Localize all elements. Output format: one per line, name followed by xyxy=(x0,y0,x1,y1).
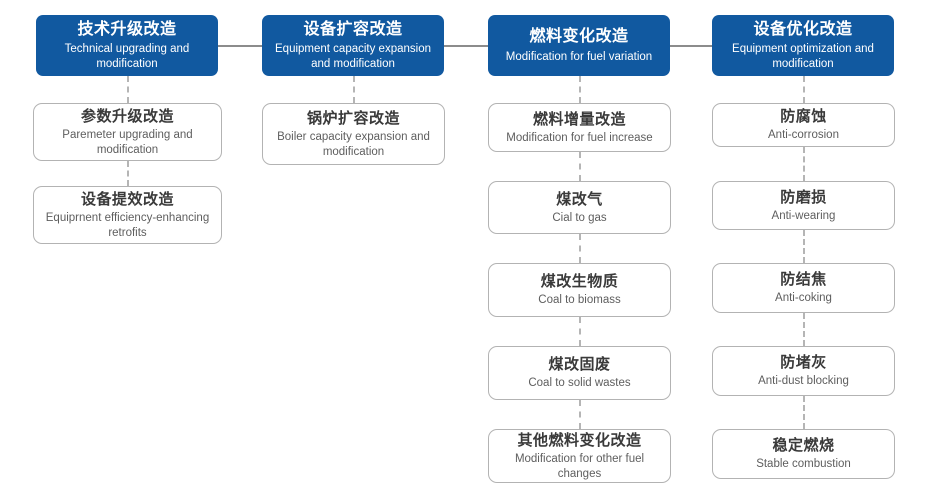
node-boiler-capacity-expansion[interactable]: 锅炉扩容改造 Boiler capacity expansion and mod… xyxy=(262,103,445,165)
connector-col4-child4-to-child5 xyxy=(803,396,805,429)
node-title-cn: 防结焦 xyxy=(780,271,827,289)
node-title-cn: 防磨损 xyxy=(780,188,827,206)
node-title-cn: 稳定燃烧 xyxy=(772,437,835,455)
node-equipment-efficiency[interactable]: 设备提效改造 Equiprnent efficiency-enhancing r… xyxy=(33,186,222,244)
header-box-equipment-optimization[interactable]: 设备优化改造 Equipment optimization and modifi… xyxy=(712,15,894,76)
header-title-en: Equipment capacity expansion and modific… xyxy=(275,43,431,71)
node-title-en: Boiler capacity expansion and modificati… xyxy=(277,130,430,158)
header-title-en: Modification for fuel variation xyxy=(505,50,653,63)
header-box-fuel-variation[interactable]: 燃料变化改造 Modification for fuel variation xyxy=(488,15,670,76)
connector-col4-child2-to-child3 xyxy=(803,230,805,263)
header-title-cn: 设备优化改造 xyxy=(753,20,853,38)
node-stable-combustion[interactable]: 稳定燃烧 Stable combustion xyxy=(712,429,895,479)
node-title-en: Anti-coking xyxy=(775,292,832,305)
node-title-en: Equiprnent efficiency-enhancing retrofit… xyxy=(45,211,210,239)
connector-col4-child1-to-child2 xyxy=(803,147,805,181)
node-title-en: Paremeter upgrading and modification xyxy=(62,128,193,156)
connector-col1-header-to-child1 xyxy=(127,76,129,103)
connector-col3-child1-to-child2 xyxy=(579,152,581,181)
node-title-en: Modification for other fuel changes xyxy=(514,452,645,480)
connector-col4-header-to-child1 xyxy=(803,76,805,103)
header-title-cn: 技术升级改造 xyxy=(77,20,177,38)
node-title-cn: 煤改固废 xyxy=(548,356,611,374)
node-title-en: Stable combustion xyxy=(756,458,851,471)
node-parameter-upgrading[interactable]: 参数升级改造 Paremeter upgrading and modificat… xyxy=(33,103,222,161)
node-title-cn: 参数升级改造 xyxy=(80,107,174,125)
node-title-cn: 煤改气 xyxy=(556,190,603,208)
node-title-en: Cial to gas xyxy=(552,211,607,224)
node-coal-to-solid-wastes[interactable]: 煤改固废 Coal to solid wastes xyxy=(488,346,671,400)
connector-col1-child1-to-child2 xyxy=(127,161,129,186)
node-title-en: Anti-dust blocking xyxy=(758,375,849,388)
node-anti-dust-blocking[interactable]: 防堵灰 Anti-dust blocking xyxy=(712,346,895,396)
node-title-cn: 设备提效改造 xyxy=(80,190,174,208)
connector-col2-header-to-child1 xyxy=(353,76,355,103)
node-anti-wearing[interactable]: 防磨损 Anti-wearing xyxy=(712,181,895,230)
node-title-en: Anti-corrosion xyxy=(768,129,839,142)
node-title-en: Coal to biomass xyxy=(538,294,621,307)
header-title-en: Equipment optimization and modification xyxy=(732,43,874,71)
connector-col4-child3-to-child4 xyxy=(803,313,805,346)
node-anti-corrosion[interactable]: 防腐蚀 Anti-corrosion xyxy=(712,103,895,147)
node-fuel-increase[interactable]: 燃料增量改造 Modification for fuel increase xyxy=(488,103,671,152)
node-anti-coking[interactable]: 防结焦 Anti-coking xyxy=(712,263,895,313)
node-title-cn: 其他燃料变化改造 xyxy=(517,431,642,449)
connector-header-1-2 xyxy=(216,45,266,47)
header-box-technical-upgrading[interactable]: 技术升级改造 Technical upgrading and modificat… xyxy=(36,15,218,76)
node-coal-to-gas[interactable]: 煤改气 Cial to gas xyxy=(488,181,671,234)
connector-col3-child2-to-child3 xyxy=(579,234,581,263)
node-title-cn: 锅炉扩容改造 xyxy=(306,109,400,127)
header-title-cn: 燃料变化改造 xyxy=(529,28,629,46)
connector-col3-child3-to-child4 xyxy=(579,317,581,346)
node-title-cn: 煤改生物质 xyxy=(540,273,619,291)
node-title-cn: 燃料增量改造 xyxy=(532,110,626,128)
node-title-cn: 防堵灰 xyxy=(780,354,827,372)
header-title-en: Technical upgrading and modification xyxy=(64,43,190,71)
header-title-cn: 设备扩容改造 xyxy=(303,20,403,38)
connector-col3-child4-to-child5 xyxy=(579,400,581,429)
header-box-equipment-capacity-expansion[interactable]: 设备扩容改造 Equipment capacity expansion and … xyxy=(262,15,444,76)
node-title-cn: 防腐蚀 xyxy=(780,108,827,126)
connector-header-2-3 xyxy=(442,45,492,47)
node-coal-to-biomass[interactable]: 煤改生物质 Coal to biomass xyxy=(488,263,671,317)
node-title-en: Modification for fuel increase xyxy=(506,131,653,144)
connector-col3-header-to-child1 xyxy=(579,76,581,103)
node-other-fuel-changes[interactable]: 其他燃料变化改造 Modification for other fuel cha… xyxy=(488,429,671,483)
node-title-en: Anti-wearing xyxy=(771,209,836,222)
connector-header-3-4 xyxy=(668,45,718,47)
node-title-en: Coal to solid wastes xyxy=(528,377,631,390)
